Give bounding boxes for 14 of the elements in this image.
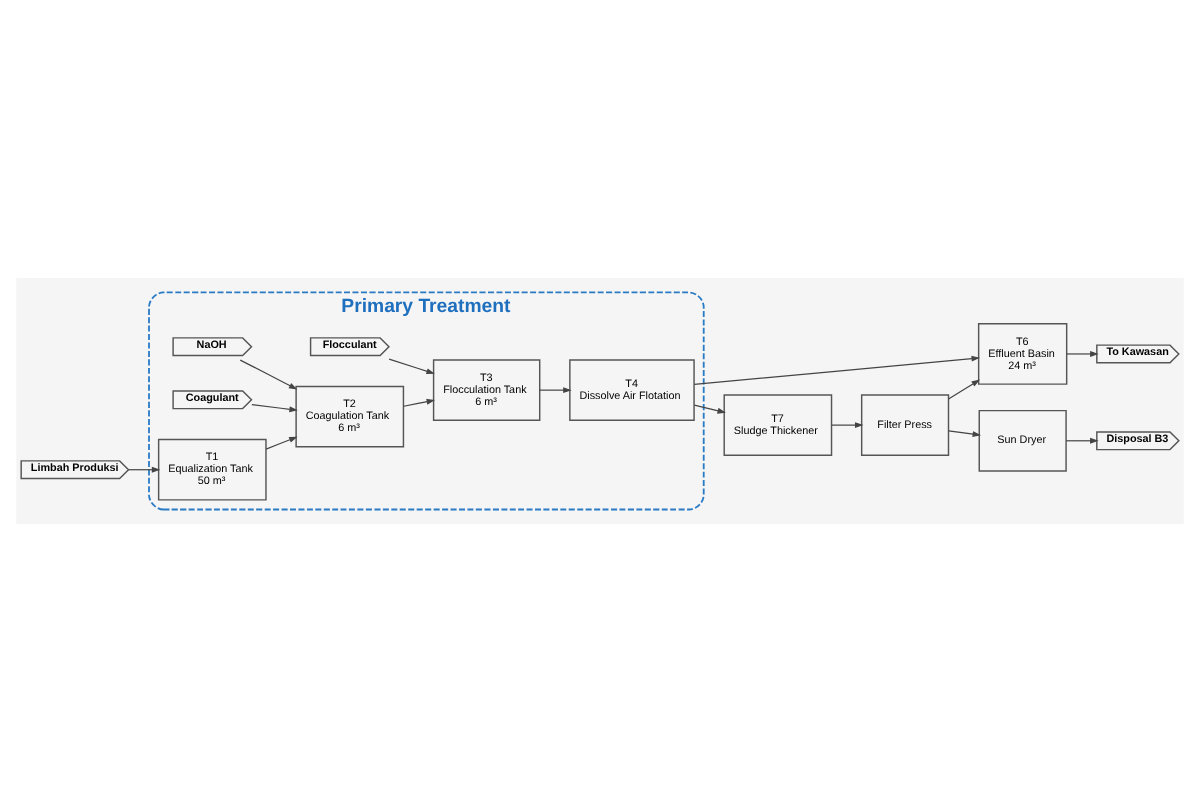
arrow xyxy=(239,358,298,389)
arrow xyxy=(1065,436,1099,443)
arrow xyxy=(128,465,161,472)
arrow xyxy=(539,386,572,393)
arrow xyxy=(403,397,436,406)
arrow xyxy=(251,402,298,412)
arrow xyxy=(693,403,726,413)
arrow xyxy=(265,435,298,449)
arrow xyxy=(693,354,980,385)
arrow xyxy=(831,421,864,428)
arrow xyxy=(947,429,982,437)
arrow xyxy=(947,378,981,399)
arrow xyxy=(388,357,435,374)
arrow xyxy=(1066,350,1099,356)
